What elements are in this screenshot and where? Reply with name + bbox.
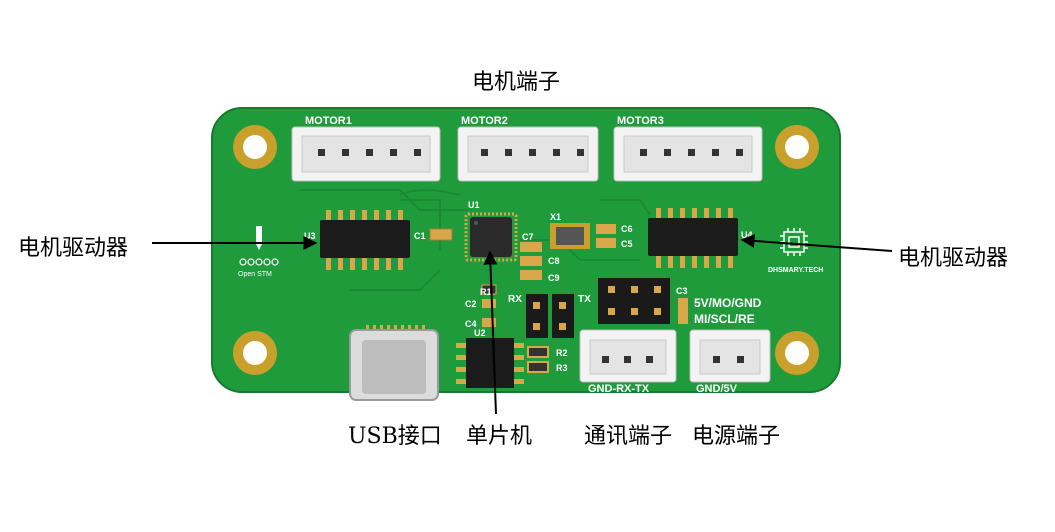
silk-motor1: MOTOR1	[305, 115, 352, 127]
c5-capacitor	[596, 238, 616, 248]
silk-motor3: MOTOR3	[617, 115, 664, 127]
silk-r1: R1	[480, 287, 492, 297]
c9-capacitor	[520, 270, 542, 280]
silk-power-pins: GND/5V	[696, 383, 738, 395]
c3-capacitor	[678, 298, 688, 324]
x1-crystal	[550, 223, 590, 249]
c7-capacitor	[520, 242, 542, 252]
motor1-connector	[292, 127, 440, 181]
comm-connector	[580, 330, 676, 382]
silk-u1: U1	[468, 200, 480, 210]
motor3-connector	[614, 127, 762, 181]
mounting-hole-bottom-right	[775, 331, 819, 375]
r2-resistor	[528, 347, 548, 357]
silk-c3: C3	[676, 286, 688, 296]
silk-c2: C2	[465, 299, 477, 309]
silk-motor2: MOTOR2	[461, 115, 508, 127]
spi-i2c-header	[598, 278, 670, 324]
silk-rx: RX	[508, 294, 522, 305]
silk-c1: C1	[414, 231, 426, 241]
silk-r3: R3	[556, 363, 568, 373]
silk-c8: C8	[548, 256, 560, 266]
usb-c-connector	[350, 325, 438, 400]
silk-c9: C9	[548, 273, 560, 283]
c6-capacitor	[596, 224, 616, 234]
c8-capacitor	[520, 256, 542, 266]
silk-r2: R2	[556, 348, 568, 358]
silk-u4: U4	[741, 230, 753, 240]
mounting-hole-bottom-left	[233, 331, 277, 375]
r3-resistor	[528, 362, 548, 372]
silk-c7: C7	[522, 232, 534, 242]
silk-logo-left: Open STM	[238, 271, 272, 278]
silk-c5: C5	[621, 239, 633, 249]
silk-u2: U2	[474, 328, 486, 338]
silk-comm-pins: GND-RX-TX	[588, 383, 650, 395]
silk-c6: C6	[621, 224, 633, 234]
c1-capacitor	[430, 229, 452, 240]
c4-capacitor	[482, 318, 496, 327]
mounting-hole-top-left	[233, 125, 277, 169]
silk-x1: X1	[550, 212, 561, 222]
silk-logo-right: DHSMARY.TECH	[768, 267, 823, 274]
motor2-connector	[458, 127, 598, 181]
silk-u3: U3	[304, 231, 316, 241]
mounting-hole-top-right	[775, 125, 819, 169]
silk-pins-line2: MI/SCL/RE	[694, 312, 755, 326]
silk-pins-line1: 5V/MO/GND	[694, 296, 762, 310]
c2-capacitor	[482, 299, 496, 308]
power-connector	[690, 330, 770, 382]
silk-tx: TX	[578, 294, 591, 305]
u2-chip	[456, 338, 524, 388]
